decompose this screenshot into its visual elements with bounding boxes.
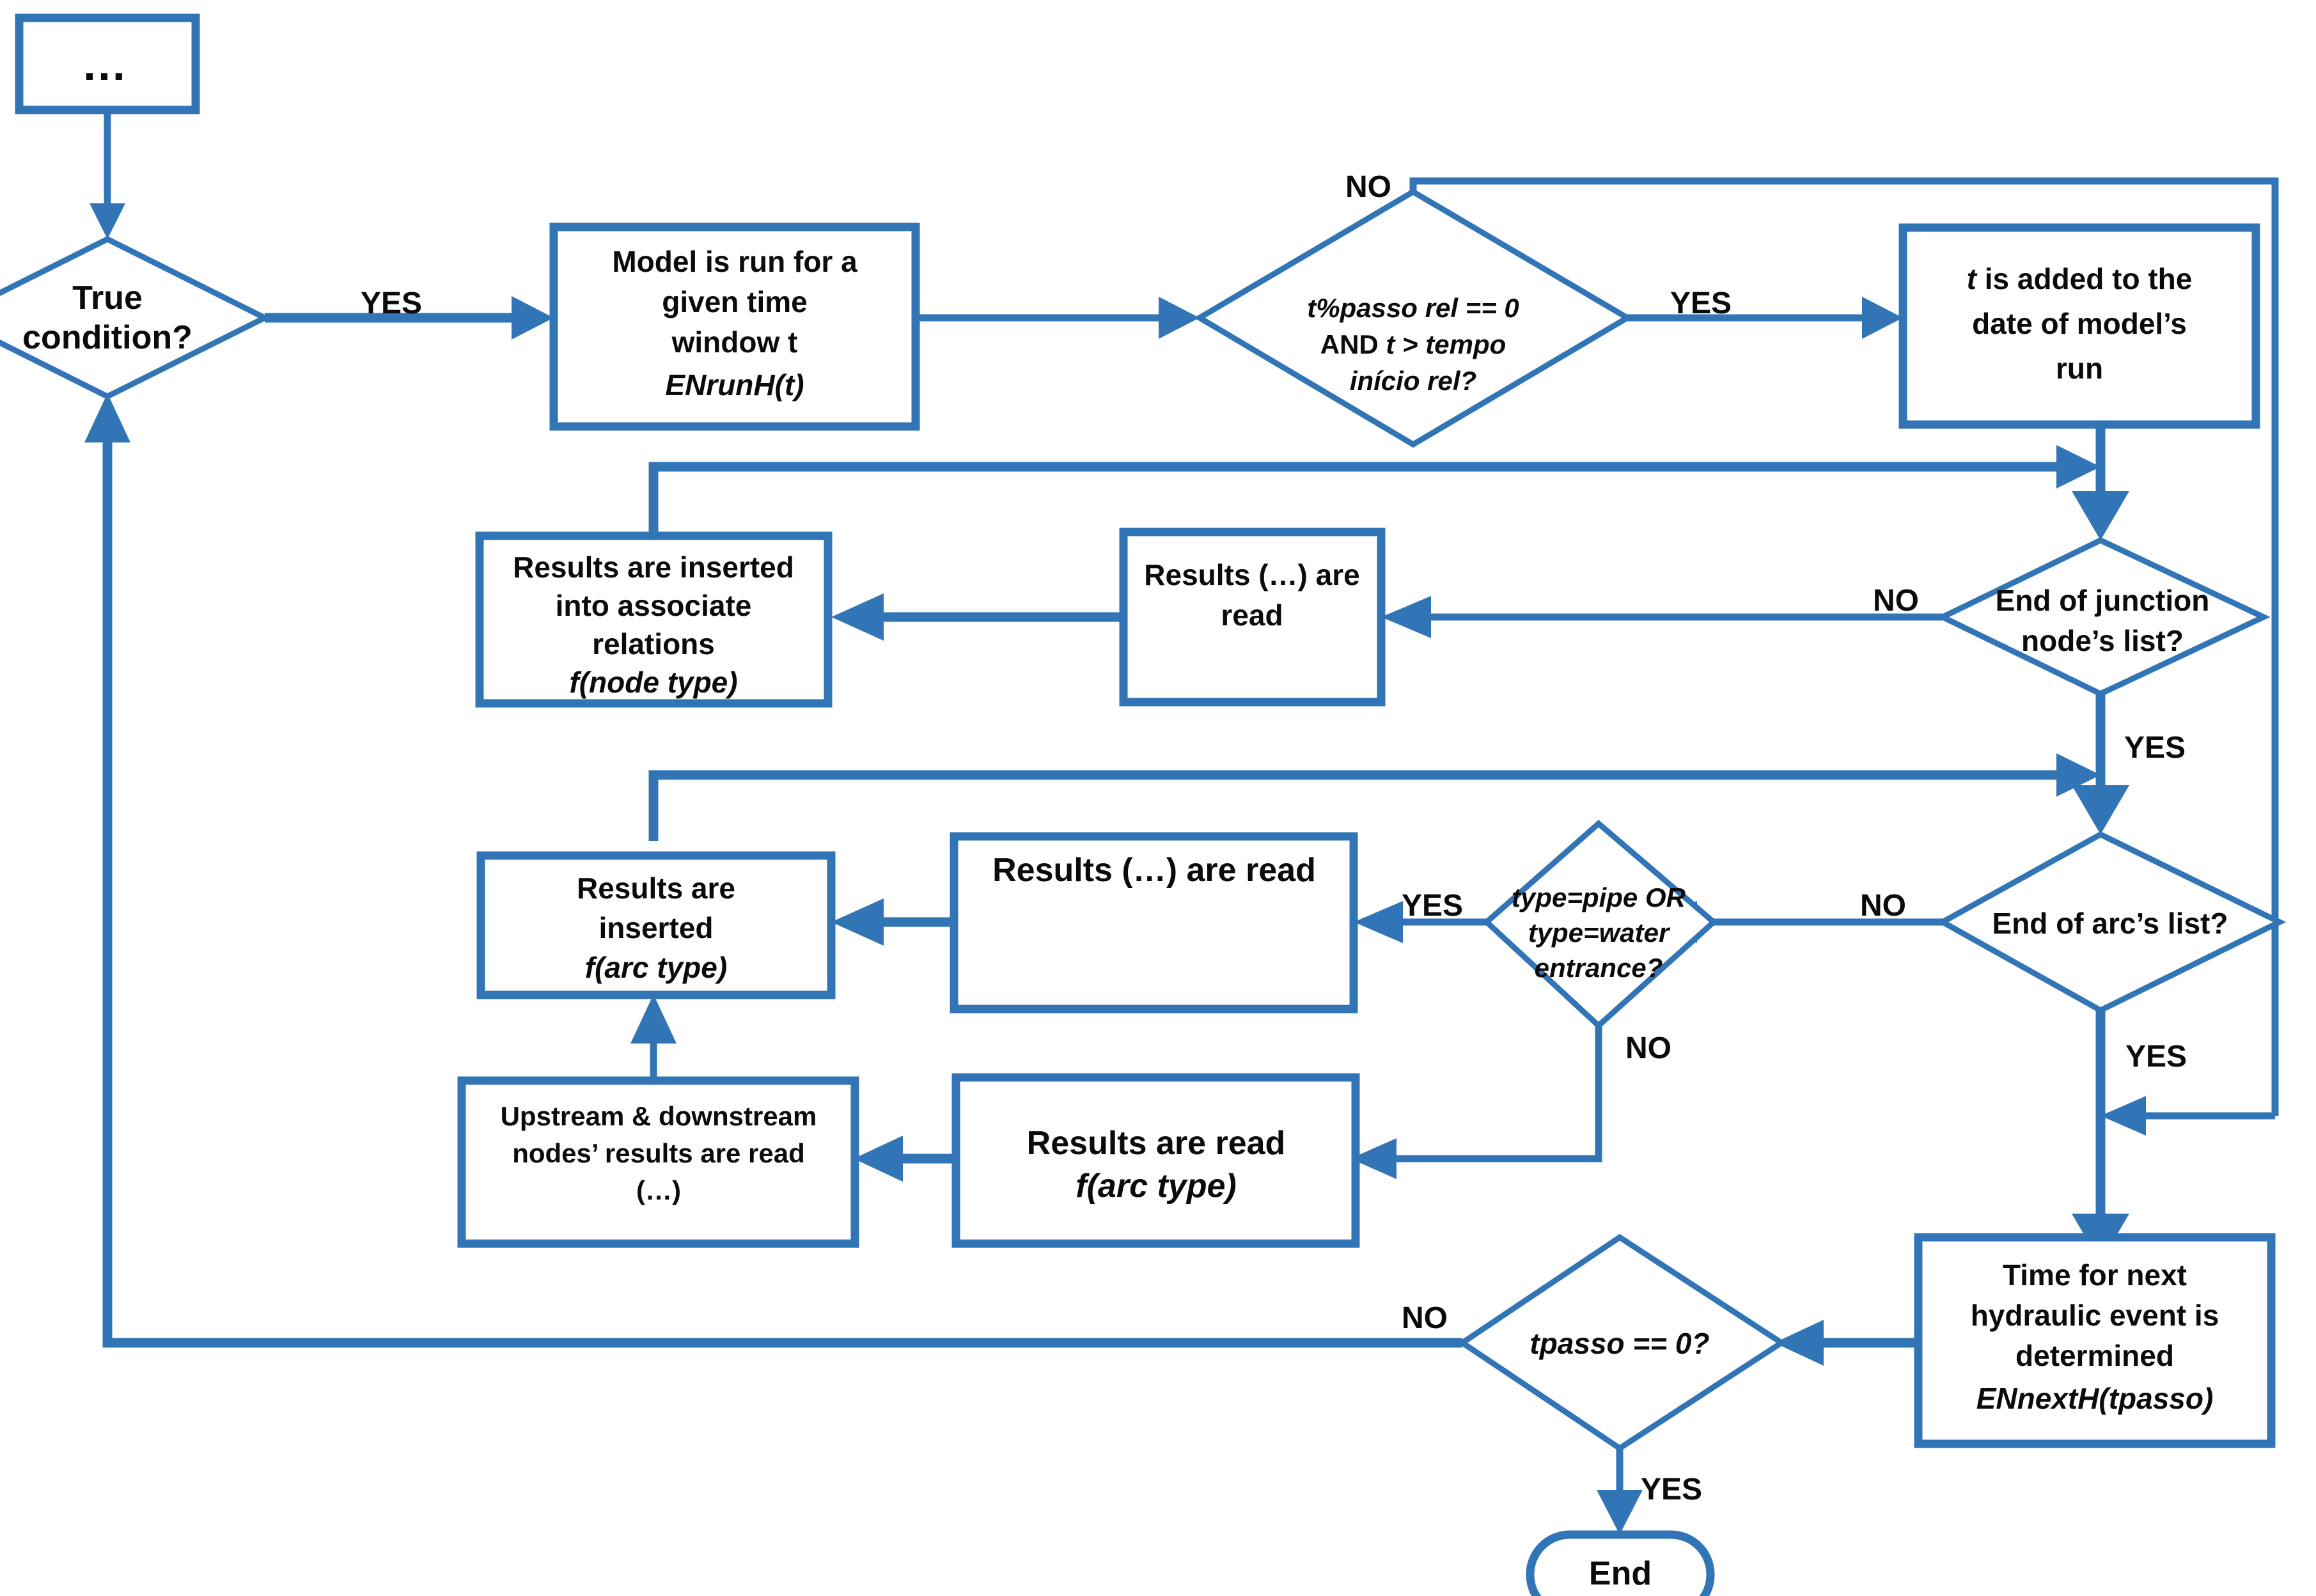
edge-tpasso-yes [1597,1448,1643,1535]
edge-arc-feedback-loop [648,753,2101,841]
edge-junction-no [1381,596,1943,638]
node-model-run[interactable]: Model is run for a given time window t E… [549,223,920,431]
upstream-downstream-line1: Upstream & downstream [501,1101,817,1131]
start-ellipsis-text: … [81,39,134,90]
upstream-downstream-line2: nodes’ results are read [512,1138,805,1168]
edge-upstream-to-inserted-arc [630,994,677,1081]
model-run-line3: window t [671,325,798,359]
results-read-arc-line1: Results (…) are read [992,852,1316,889]
label-arc-no: NO [1860,889,1906,923]
node-end[interactable]: End [1526,1530,1715,1596]
node-upstream-downstream[interactable]: Upstream & downstream nodes’ results are… [457,1076,859,1248]
label-tpasso-yes: YES [1641,1473,1702,1506]
results-inserted-node-line3: relations [592,627,715,661]
label-passo-yes: YES [1670,286,1732,320]
results-inserted-node-line1: Results are inserted [513,551,794,584]
label-type-yes: YES [1402,889,1463,923]
results-inserted-arc-line2: inserted [599,911,714,944]
node-passo-check[interactable]: t%passo rel == 0 AND t > tempo início re… [1194,188,1633,448]
end-node-text: End [1589,1555,1652,1592]
t-added-line2: date of model’s [1972,307,2187,340]
edge-start-to-true-condition [90,110,125,239]
arc-end-line1: End of arc’s list? [1992,907,2228,940]
model-run-line4: ENrunH(t) [665,368,804,402]
label-true-condition-yes: YES [361,286,422,320]
t-added-line3: run [2056,352,2103,385]
node-tpasso-check[interactable]: tpasso == 0? [1457,1233,1787,1452]
edge-tpasso-no [84,393,1462,1348]
node-arc-end[interactable]: End of arc’s list? [1936,831,2287,1014]
model-run-line1: Model is run for a [612,245,857,278]
label-passo-no: NO [1345,170,1391,204]
edge-t-added-to-junction [2072,424,2129,540]
node-start-ellipsis[interactable]: … [15,13,200,114]
next-event-line1: Time for next [2003,1258,2187,1292]
edge-passo-yes [1627,297,1903,339]
edge-arc-yes [2072,1010,2129,1263]
passo-check-line2: AND t > tempo [1320,329,1506,359]
edge-read-ftype-to-upstream [854,1136,956,1182]
results-inserted-node-line4: f(node type) [569,666,737,699]
node-results-inserted-arc[interactable]: Results are inserted f(arc type) [476,851,836,999]
edge-true-condition-yes [265,296,554,340]
node-results-read-node[interactable]: Results (…) are read [1119,528,1386,707]
label-arc-yes: YES [2125,1040,2187,1074]
results-read-node-line2: read [1221,598,1283,632]
junction-end-line2: node’s list? [2021,624,2184,657]
type-check-line2: type=water [1528,918,1671,948]
edge-node-feedback-loop [648,445,2101,536]
next-event-line2: hydraulic event is [1971,1299,2219,1332]
upstream-downstream-line3: (…) [636,1175,681,1205]
results-inserted-arc-line3: f(arc type) [585,951,727,984]
node-results-inserted-node[interactable]: Results are inserted into associate rela… [475,531,833,708]
edge-results-read-to-inserted-node [831,593,1123,641]
edge-type-no [1350,1026,1602,1179]
node-results-read-arc[interactable]: Results (…) are read [950,832,1358,1013]
label-junction-no: NO [1873,584,1919,618]
results-read-node-line1: Results (…) are [1144,558,1359,591]
type-check-line3: entrance? [1535,953,1663,983]
next-event-line3: determined [2015,1339,2174,1372]
label-tpasso-no: NO [1402,1301,1448,1335]
type-check-line1: type=pipe OR [1512,882,1686,912]
node-t-added[interactable]: t is added to the date of model’s run [1898,223,2260,429]
edge-junction-yes [2072,694,2129,834]
edge-passo-no [1409,177,2279,1116]
label-type-no: NO [1625,1031,1671,1065]
t-added-line1: t is added to the [1967,262,2193,295]
node-junction-end[interactable]: End of junction node’s list? [1936,537,2271,697]
passo-check-line1: t%passo rel == 0 [1307,293,1519,323]
next-event-line4: ENnextH(tpasso) [1976,1382,2214,1415]
edge-arc-read-to-inserted [831,898,954,946]
results-inserted-arc-line1: Results are [577,872,735,905]
true-condition-line2: condition? [22,319,192,356]
junction-end-line1: End of junction [1996,584,2210,617]
node-next-event[interactable]: Time for next hydraulic event is determi… [1914,1233,2276,1448]
node-type-check[interactable]: type=pipe OR type=water entrance? [1482,820,1718,1030]
results-read-ftype-line1: Results are read [1027,1125,1286,1162]
tpasso-check-line1: tpasso == 0? [1530,1327,1709,1360]
model-run-line2: given time [662,285,808,318]
edge-no-return-merge [2101,1096,2275,1136]
label-junction-yes: YES [2124,731,2186,765]
results-read-ftype-line2: f(arc type) [1076,1168,1236,1205]
node-results-read-ftype[interactable]: Results are read f(arc type) [951,1073,1360,1248]
node-true-condition[interactable]: True condition? [0,235,272,400]
passo-check-line3: início rel? [1350,366,1476,396]
true-condition-line1: True [72,279,143,317]
edge-model-run-to-passo-check [914,297,1200,339]
results-inserted-node-line2: into associate [556,589,752,622]
